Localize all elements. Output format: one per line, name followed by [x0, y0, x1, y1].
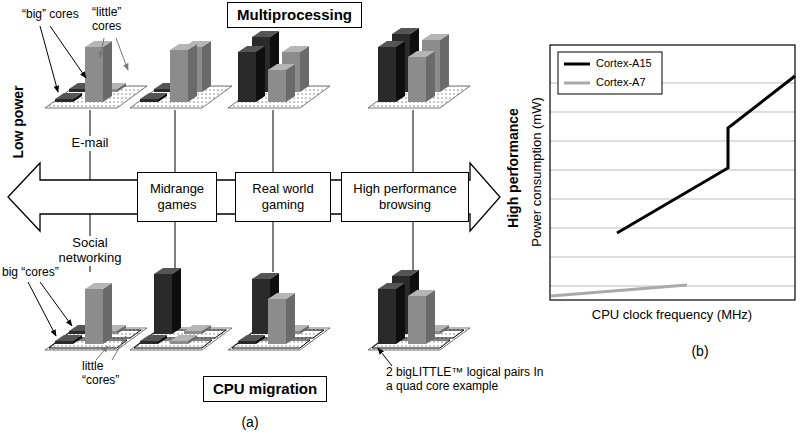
core-bar: [408, 51, 435, 102]
double-arrow: [8, 163, 500, 231]
core-platform: [368, 28, 470, 108]
a7-curve: [551, 285, 687, 296]
annotation-label: “little” cores: [92, 6, 138, 34]
core-platform: [228, 31, 330, 108]
annotation-label: Low power: [10, 85, 26, 158]
legend-entry: Cortex-A15: [596, 57, 652, 69]
node-text: Real world gaming: [241, 181, 325, 212]
annotation-label: High performance: [505, 108, 521, 228]
annotation-label: little “cores”: [82, 360, 132, 388]
core-bar: [268, 293, 295, 344]
legend-sample: [564, 63, 590, 66]
core-bar: [55, 93, 82, 102]
annotation-label: E-mail: [72, 136, 109, 151]
power-chart: [550, 45, 795, 300]
core-bar: [140, 93, 167, 102]
core-bar: [170, 335, 197, 344]
leader-line: [28, 26, 392, 366]
section-title-box: Multiprocessing: [227, 2, 362, 28]
annotation-label: Power consumption (mW): [530, 97, 545, 247]
core-bar: [170, 44, 197, 102]
a15-curve: [617, 76, 795, 233]
annotation-label: (b): [691, 343, 708, 359]
annotation-label: Social networking: [58, 236, 122, 266]
core-bar: [85, 283, 112, 344]
node-text: Midrange games: [143, 181, 211, 212]
core-platform: [45, 283, 147, 350]
core-platform: [368, 270, 470, 350]
annotation-label: CPU clock frequency (MHz): [592, 308, 752, 323]
usecase-box: Real world gaming: [235, 172, 331, 222]
core-bar: [238, 46, 265, 102]
core-bar: [238, 335, 265, 344]
core-bar: [378, 283, 405, 344]
usecase-box: High performance browsing: [341, 172, 469, 222]
core-platform: [130, 41, 232, 108]
core-bar: [154, 268, 181, 334]
node-text: CPU migration: [213, 380, 317, 398]
legend-entry: Cortex-A7: [596, 76, 646, 88]
legend-sample: [564, 82, 590, 85]
core-bar: [378, 41, 405, 102]
core-bar: [408, 290, 435, 344]
core-platform: [228, 273, 330, 350]
annotation-label: big “cores”: [2, 266, 82, 280]
annotation-label: 2 bigLITTLE™ logical pairs In a quad cor…: [386, 366, 551, 394]
node-text: High performance browsing: [347, 181, 463, 212]
core-bar: [140, 335, 167, 344]
core-platform: [45, 41, 147, 108]
core-bar: [268, 64, 295, 102]
usecase-box: Midrange games: [137, 172, 217, 222]
node-text: Multiprocessing: [237, 6, 352, 24]
annotation-label: “big” cores: [22, 8, 82, 22]
annotation-label: (a): [241, 414, 258, 430]
core-platform: [130, 268, 232, 350]
core-bar: [184, 325, 211, 334]
section-title-box: CPU migration: [203, 376, 327, 402]
core-bar: [85, 41, 112, 102]
core-bar: [55, 335, 82, 344]
